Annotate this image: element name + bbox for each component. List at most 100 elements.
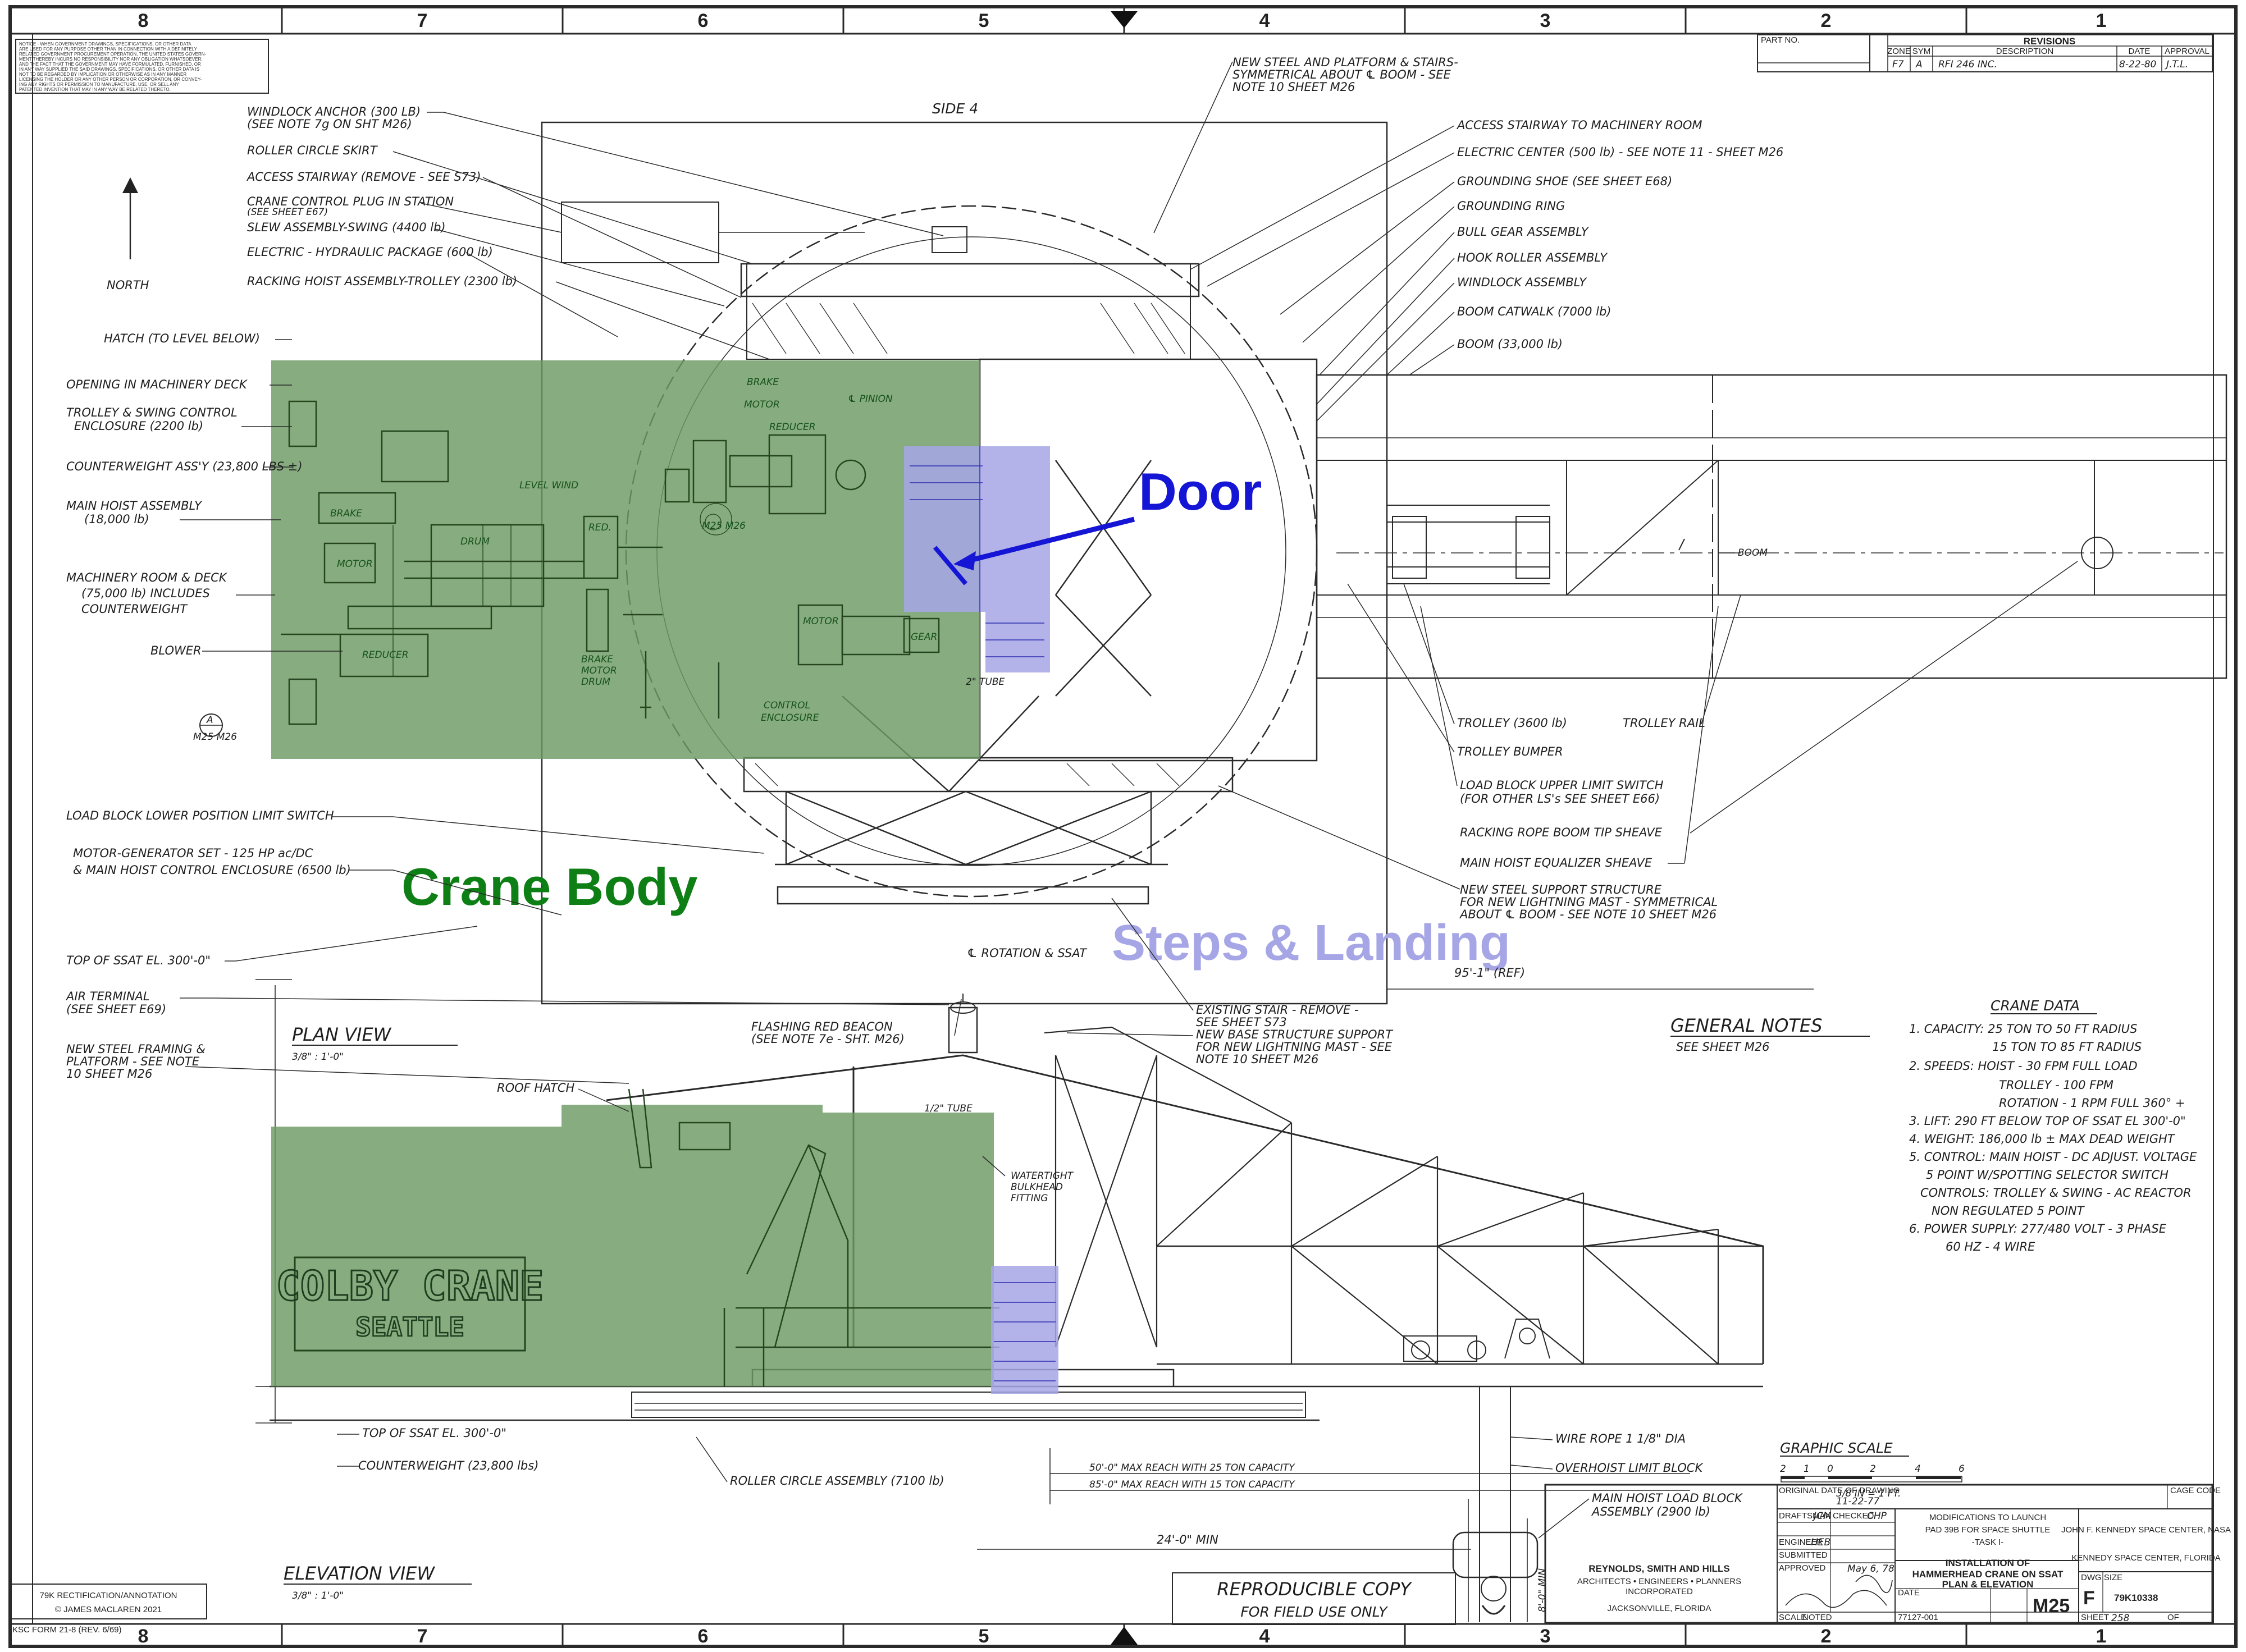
elevation-body-details [628, 1088, 999, 1386]
door-marker [933, 516, 1135, 585]
label-counterweight-elev: COUNTERWEIGHT (23,800 lbs) [358, 1459, 538, 1472]
section-mark-a-sheet: M25 M26 [193, 731, 237, 743]
tb-approved-label: APPROVED [1779, 1563, 1826, 1573]
tb-sheet-id: M25 [2033, 1595, 2070, 1617]
scale-tick: 1 [1804, 1463, 1810, 1475]
label-electric-hydraulic: ELECTRIC - HYDRAULIC PACKAGE (600 lb) [247, 245, 493, 259]
elevation-labels: FLASHING RED BEACON (SEE NOTE 7e - SHT. … [358, 1020, 1743, 1612]
ksc-form: KSC FORM 21-8 (REV. 6/69) [12, 1625, 122, 1635]
label-hook-roller: HOOK ROLLER ASSEMBLY [1457, 251, 1608, 264]
crane-data-line: 2. SPEEDS: HOIST - 30 FPM FULL LOAD [1909, 1059, 2138, 1073]
tb-checked-label: CHECKED [1833, 1511, 1874, 1521]
label-new-steel-platform: NEW STEEL AND PLATFORM & STAIRS- [1232, 56, 1458, 69]
mach-label-reducer-main: REDUCER [362, 649, 409, 661]
mach-label-brake: BRAKE [747, 377, 779, 388]
tb-submitted-label: SUBMITTED [1779, 1550, 1828, 1560]
label-95-ref: 95'-1" (REF) [1454, 966, 1525, 980]
label-crane-control-sheet: (SEE SHEET E67) [247, 207, 328, 218]
label-air-terminal-sheet: (SEE SHEET E69) [66, 1003, 166, 1016]
rev-col-date: DATE [2129, 47, 2151, 56]
label-machinery-room-deck: MACHINERY ROOM & DECK [66, 571, 228, 584]
notice-line: PATENTED INVENTION THAT MAY IN ANY WAY B… [19, 87, 171, 92]
label-grounding-ring: GROUNDING RING [1457, 199, 1565, 213]
general-notes: GENERAL NOTES SEE SHEET M26 [1670, 1015, 1870, 1054]
label-watertight: WATERTIGHT [1011, 1170, 1074, 1182]
elevation-view-title: ELEVATION VIEW [284, 1563, 435, 1584]
plan-labels-left: WINDLOCK ANCHOR (300 LB) (SEE NOTE 7g ON… [65, 105, 517, 1081]
label-fitting: FITTING [1011, 1193, 1048, 1204]
mach-label-reducer: REDUCER [769, 422, 816, 433]
crane-data-line: ROTATION - 1 RPM FULL 360° + [1999, 1096, 2185, 1110]
rev-row-approval: J.T.L. [2165, 59, 2188, 70]
tb-job-no: 77127-001 [1898, 1613, 1938, 1622]
label-wire-rope: WIRE ROPE 1 1/8" DIA [1555, 1432, 1686, 1445]
tb-size-label: DWG SIZE [2081, 1573, 2122, 1582]
zone-top-1: 1 [2096, 10, 2107, 31]
stencil-line1: COLBY CRANE [276, 1262, 544, 1310]
scale-tick: 2 [1870, 1463, 1876, 1475]
zone-bottom-7: 7 [417, 1626, 428, 1647]
label-racking-rope: RACKING ROPE BOOM TIP SHEAVE [1460, 826, 1663, 839]
label-50ft-reach: 50'-0" MAX REACH WITH 25 TON CAPACITY [1089, 1462, 1295, 1473]
tb-scale-label: SCALE [1779, 1613, 1806, 1622]
label-trolley: TROLLEY (3600 lb) [1457, 716, 1567, 730]
label-windlock-note: (SEE NOTE 7g ON SHT M26) [247, 117, 412, 131]
graphic-scale-note: 3/8 IN = 1 FT. [1836, 1488, 1901, 1499]
graphic-scale: GRAPHIC SCALE 2 1 0 2 4 6 3/8 IN = 1 FT. [1780, 1440, 1965, 1499]
mach-label-enclosure: ENCLOSURE [761, 712, 819, 724]
tb-checked: CHP [1867, 1511, 1887, 1522]
scale-tick: 4 [1915, 1463, 1921, 1475]
label-boom-weight: BOOM (33,000 lb) [1457, 337, 1563, 351]
notice-line: LICENSING THE HOLDER OR ANY OTHER PERSON… [19, 77, 202, 82]
crane-data-line: 5 POINT W/SPOTTING SELECTOR SWITCH [1926, 1168, 2169, 1182]
rev-col-sym: SYM [1912, 47, 1931, 56]
rev-col-approval: APPROVAL [2165, 47, 2210, 56]
zone-top-4: 4 [1259, 10, 1270, 31]
notice-line: MENT THEREBY INCURS NO RESPONSIBILITY NO… [19, 57, 203, 62]
tb-center2: KENNEDY SPACE CENTER, FLORIDA [2071, 1553, 2220, 1563]
tb-title-line2: HAMMERHEAD CRANE ON SSAT [1912, 1569, 2064, 1580]
label-8ft-min: 8'-0" MIN [1537, 1568, 1548, 1612]
mach-label-tube: 2" TUBE [966, 676, 1005, 688]
rev-row-description: RFI 246 INC. [1938, 59, 1997, 70]
label-hatch: HATCH (TO LEVEL BELOW) [104, 332, 260, 345]
tb-project-line3: -TASK I- [1972, 1537, 2003, 1547]
label-main-hoist-control: & MAIN HOIST CONTROL ENCLOSURE (6500 lb) [73, 863, 351, 877]
notice-line: ARE USED FOR ANY PURPOSE OTHER THAN IN C… [19, 47, 198, 52]
approval-signature [1855, 1575, 1893, 1594]
scale-tick: 2 [1780, 1463, 1786, 1475]
north-label: NORTH [107, 278, 149, 292]
rev-row-zone: F7 [1892, 59, 1904, 70]
tb-original-date-label: ORIGINAL DATE OF DRAWING [1779, 1486, 1900, 1495]
door-label: Door [1139, 462, 1262, 521]
part-no-label: PART NO. [1761, 35, 1800, 45]
tb-firm-line3: INCORPORATED [1626, 1587, 1693, 1596]
notice-line: IN ANY WAY SUPPLIED THE SAID DRAWINGS, S… [19, 67, 199, 72]
label-trolley-swing-control: TROLLEY & SWING CONTROL [66, 406, 238, 419]
reproducible-copy-stamp: REPRODUCIBLE COPY FOR FIELD USE ONLY [1172, 1572, 1456, 1625]
label-top-of-ssat-elev: TOP OF SSAT EL. 300'-0" [362, 1426, 506, 1440]
label-trolley-swing-enclosure: ENCLOSURE (2200 lb) [74, 419, 203, 433]
label-24ft-min: 24'-0" MIN [1157, 1533, 1218, 1546]
machinery-room-linework: BRAKE MOTOR REDUCER ℄ PINION LEVEL WIND … [281, 377, 1005, 725]
revisions-header: REVISIONS [2024, 36, 2076, 47]
label-overhoist-limit: OVERHOIST LIMIT BLOCK [1555, 1461, 1704, 1475]
label-load-block-lower: LOAD BLOCK LOWER POSITION LIMIT SWITCH [66, 809, 334, 822]
zone-labels-bottom: 8 7 6 5 4 3 2 1 [138, 1626, 2107, 1647]
label-main-hoist-assembly: MAIN HOIST ASSEMBLY [66, 499, 203, 512]
general-notes-title: GENERAL NOTES [1670, 1015, 1823, 1036]
label-sheet-s73: SEE SHEET S73 [1196, 1015, 1287, 1029]
tb-drawing-no: 79K10338 [2114, 1592, 2158, 1603]
crane-body-elevation-fill [271, 1105, 994, 1386]
plan-view-scale: 3/8" : 1'-0" [292, 1051, 344, 1063]
mach-label-brake-main: BRAKE [330, 508, 362, 519]
center-mark-top-icon [1111, 11, 1138, 28]
section-mark-a: A M25 M26 [193, 713, 237, 743]
mach-label-drum: DRUM [460, 536, 490, 547]
crane-data-title: CRANE DATA [1991, 997, 2080, 1014]
label-other-ls: (FOR OTHER LS's SEE SHEET E66) [1460, 792, 1660, 806]
crane-body-overlay [271, 360, 994, 1386]
crane-data-line: 5. CONTROL: MAIN HOIST - DC ADJUST. VOLT… [1909, 1150, 2197, 1164]
crane-data-line: CONTROLS: TROLLEY & SWING - AC REACTOR [1920, 1186, 2192, 1200]
scale-ticks: 2 1 0 2 4 6 [1780, 1463, 1965, 1475]
